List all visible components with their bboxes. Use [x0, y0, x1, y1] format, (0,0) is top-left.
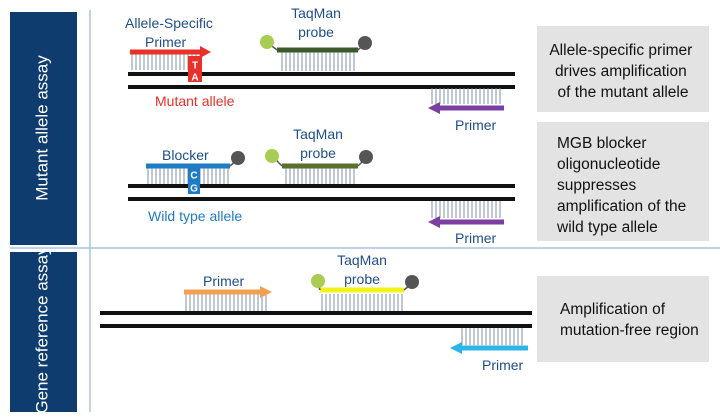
side-panel-reference [10, 252, 77, 412]
allele-specific-primer-label-2: Primer [145, 34, 187, 50]
mutant-allele-label: Mutant allele [155, 93, 235, 109]
note-line: MGB blocker [557, 135, 647, 152]
quencher [359, 150, 373, 164]
blocker-base-c: C [190, 171, 197, 182]
panel-wild-type-allele: C G Blocker TaqMan probe Wild type allel… [128, 122, 709, 246]
hybridization-ticks [321, 294, 403, 311]
quencher [358, 36, 372, 50]
note-line: drives amplification [555, 63, 687, 80]
reporter-dye [311, 274, 325, 288]
note-line: amplification of the [557, 198, 686, 215]
note-box [537, 26, 709, 112]
note-line: suppresses [557, 177, 637, 194]
reporter-dye [265, 149, 279, 163]
hybridization-ticks [199, 168, 229, 184]
probe-label-2: probe [344, 271, 380, 287]
probe-label-2: probe [298, 24, 334, 40]
allele-specific-primer-label: Allele-Specific [125, 15, 213, 31]
reverse-primer-arrowhead [428, 102, 440, 114]
blocker-label: Blocker [162, 147, 209, 163]
reverse-primer-label: Primer [455, 117, 497, 133]
reverse-primer-label: Primer [482, 357, 524, 373]
note-text: Allele-specific primer drives amplificat… [549, 42, 696, 101]
primer-base-t: T [192, 61, 198, 72]
matched-base-pair [188, 168, 200, 194]
side-panel-mutant [10, 12, 77, 245]
hybridization-ticks [461, 328, 523, 345]
template-base-g: G [190, 184, 198, 195]
note-text: Amplification of mutation-free region [560, 301, 699, 339]
template-base-a: A [191, 73, 198, 84]
quencher [405, 275, 419, 289]
note-box [537, 276, 709, 362]
note-box [537, 122, 709, 241]
note-line: oligonucleotide [557, 156, 660, 173]
probe-label-2: probe [300, 145, 336, 161]
reverse-primer-label: Primer [455, 230, 497, 246]
note-line: mutation-free region [560, 322, 699, 339]
probe-label: TaqMan [293, 126, 343, 142]
note-line: Allele-specific primer [549, 42, 692, 59]
reverse-primer-arrowhead [428, 216, 440, 228]
probe-label: TaqMan [291, 5, 341, 21]
panel-mutant-allele: T A Allele-Specific Primer TaqMan probe … [125, 5, 709, 133]
note-line: Amplification of [560, 301, 666, 318]
note-text: MGB blocker oligonucleotide suppresses a… [556, 135, 691, 236]
hybridization-ticks [281, 50, 355, 71]
forward-primer-label: Primer [203, 273, 245, 289]
forward-primer-arrowhead [260, 286, 272, 298]
wild-type-allele-label: Wild type allele [148, 208, 242, 224]
hybridization-ticks [185, 294, 267, 311]
reverse-primer-arrowhead [450, 342, 462, 354]
side-label-reference: Gene reference assay [32, 246, 51, 413]
primer-arrowhead [200, 46, 211, 58]
hybridization-ticks [147, 168, 189, 184]
hybridization-ticks [285, 168, 355, 184]
mismatch-base-pair [188, 56, 202, 82]
panel-gene-reference: Primer TaqMan probe Primer Amplification… [100, 252, 709, 373]
note-line: wild type allele [556, 219, 658, 236]
blocker-mgb [231, 151, 245, 165]
hybridization-ticks [431, 88, 501, 104]
hybridization-ticks [431, 201, 501, 218]
side-label-mutant: Mutant allele assay [32, 55, 51, 201]
note-line: of the mutant allele [558, 84, 689, 101]
probe-label: TaqMan [337, 252, 387, 268]
reporter-dye [260, 35, 274, 49]
